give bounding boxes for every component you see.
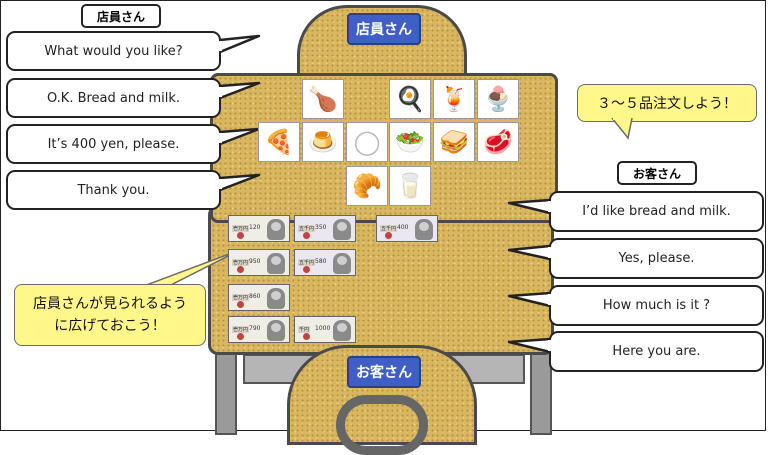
portrait-icon	[333, 320, 351, 341]
note-kind: 壱万円	[232, 225, 250, 232]
portrait-icon	[333, 219, 351, 240]
clerk-line-4: Thank you.	[6, 170, 221, 210]
pudding-icon: 🍮	[308, 128, 338, 156]
menu-card-fried-chicken[interactable]: 🍗	[302, 79, 344, 119]
portrait-icon	[267, 288, 285, 309]
spread-hint-line-2: に広げておこう！	[54, 318, 166, 334]
empty-plate-icon: ◯	[353, 128, 381, 156]
portrait-icon	[267, 253, 285, 274]
note-kind: 千円	[298, 326, 311, 333]
note-price: 790	[249, 325, 261, 332]
customer-line-3: How much is it ?	[549, 285, 764, 326]
orange-juice-icon: 🍹	[439, 85, 469, 113]
note-price: 1000	[315, 325, 331, 332]
portrait-icon	[267, 219, 285, 240]
price-note[interactable]: 千円 1000	[294, 316, 356, 343]
menu-card-steak[interactable]: 🥩	[477, 122, 519, 162]
menu-card-empty-plate[interactable]: ◯	[346, 122, 388, 162]
note-kind: 壱万円	[232, 326, 250, 333]
seal-icon	[303, 266, 310, 273]
menu-card-salad[interactable]: 🥗	[389, 122, 431, 162]
spread-hint-line-1: 店員さんが見られるよう	[33, 296, 187, 312]
seal-icon	[237, 333, 244, 340]
menu-card-pizza[interactable]: 🍕	[258, 122, 300, 162]
clerk-line-3: It’s 400 yen, please.	[6, 124, 221, 164]
menu-card-orange-juice[interactable]: 🍹	[433, 79, 475, 119]
chair-ring	[336, 395, 428, 455]
menu-card-parfait[interactable]: 🍨	[477, 79, 519, 119]
customer-line-2: Yes, please.	[549, 238, 764, 279]
note-kind: 壱万円	[232, 294, 250, 301]
salad-icon: 🥗	[395, 128, 425, 156]
customer-seat-badge: お客さん	[347, 356, 421, 388]
menu-card-sandwich[interactable]: 🥪	[433, 122, 475, 162]
portrait-icon	[333, 253, 351, 274]
portrait-icon	[415, 219, 433, 240]
note-price: 860	[249, 293, 261, 300]
order-hint-text: ３～５品注文しよう！	[597, 96, 737, 112]
customer-line-4: Here you are.	[549, 331, 764, 372]
milk-icon: 🥛	[395, 172, 425, 200]
seal-icon	[303, 333, 310, 340]
customer-bubble-tails	[507, 198, 553, 354]
spread-hint-callout: 店員さんが見られるよう に広げておこう！	[14, 284, 206, 346]
clerk-bubble-tails	[217, 34, 261, 192]
seal-icon	[303, 232, 310, 239]
portrait-icon	[267, 320, 285, 341]
menu-card-omelet-rice[interactable]: 🍳	[389, 79, 431, 119]
note-price: 400	[397, 224, 409, 231]
parfait-icon: 🍨	[483, 85, 513, 113]
note-price: 350	[315, 224, 327, 231]
sandwich-icon: 🥪	[439, 128, 469, 156]
order-hint-tail	[611, 118, 633, 140]
bread-icon: 🥐	[352, 172, 382, 200]
note-kind: 五千円	[298, 225, 316, 232]
note-kind: 五千円	[298, 259, 316, 266]
omelet-rice-icon: 🍳	[395, 85, 425, 113]
customer-label: お客さん	[617, 161, 697, 185]
seal-icon	[237, 301, 244, 308]
note-kind: 壱万円	[232, 259, 250, 266]
seal-icon	[237, 232, 244, 239]
note-price: 950	[249, 258, 261, 265]
clerk-line-2: O.K. Bread and milk.	[6, 78, 221, 118]
pizza-icon: 🍕	[264, 128, 294, 156]
note-price: 120	[249, 224, 261, 231]
clerk-line-1: What would you like?	[6, 31, 221, 71]
menu-card-bread[interactable]: 🥐	[346, 166, 388, 206]
menu-card-pudding[interactable]: 🍮	[302, 122, 344, 162]
order-hint-callout: ３～５品注文しよう！	[577, 84, 757, 122]
menu-card-milk[interactable]: 🥛	[389, 166, 431, 206]
seal-icon	[385, 232, 392, 239]
customer-line-1: I’d like bread and milk.	[549, 191, 764, 232]
steak-icon: 🥩	[483, 128, 513, 156]
table-leg	[215, 345, 237, 435]
note-price: 580	[315, 258, 327, 265]
seal-icon	[237, 266, 244, 273]
fried-chicken-icon: 🍗	[308, 85, 338, 113]
note-kind: 五千円	[380, 225, 398, 232]
clerk-label: 店員さん	[81, 4, 161, 28]
clerk-seat-badge: 店員さん	[347, 13, 421, 45]
